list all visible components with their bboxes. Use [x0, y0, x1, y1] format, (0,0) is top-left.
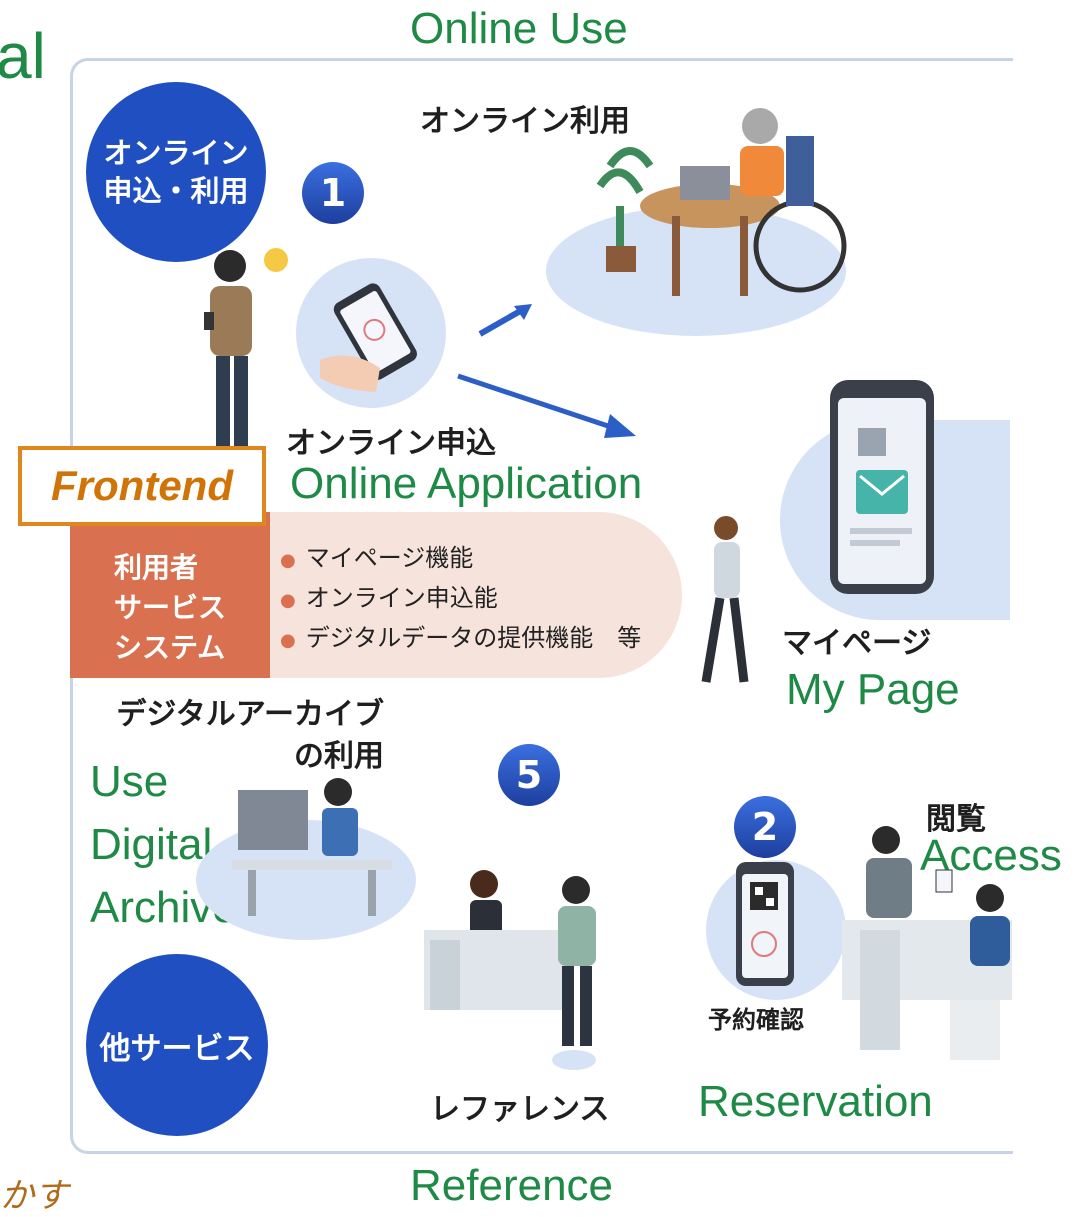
online-apply-circle: オンライン 申込・利用: [86, 82, 266, 262]
reservation-label: Reservation: [698, 1077, 933, 1126]
other-services-label: 他サービス: [99, 1030, 255, 1067]
online-use-heading: Online Use: [410, 4, 628, 53]
other-services-circle: 他サービス: [86, 954, 268, 1136]
mypage-phone-icon: [830, 380, 934, 594]
bullet-icon: ●: [280, 590, 296, 611]
frontend-label-box: Frontend: [18, 446, 266, 526]
access-counter-illustration: [842, 826, 1012, 1060]
online-use-floor-ellipse: [546, 206, 846, 336]
step-1-badge: 1: [302, 162, 364, 224]
online-application-label: Online Application: [290, 459, 643, 508]
arrow-to-online-use: [478, 304, 532, 337]
mypage-jp-label: マイページ: [782, 626, 932, 661]
reference-desk-illustration: [424, 870, 596, 1070]
desk-user-illustration: [232, 778, 392, 916]
feature-label: デジタルデータの提供機能 等: [305, 624, 642, 652]
feature-item: ● デジタルデータの提供機能 等: [280, 618, 641, 658]
feature-item: ● オンライン申込能: [280, 578, 641, 618]
user-service-system-title: 利用者 サービス システム: [113, 551, 226, 664]
step-2-badge: 2: [734, 796, 796, 858]
use-digital-archive-label: Use Digital Archive: [90, 757, 237, 932]
feature-list: ● マイページ機能 ● オンライン申込能 ● デジタルデータの提供機能 等: [280, 538, 641, 658]
online-use-jp-label: オンライン利用: [420, 104, 630, 139]
reservation-confirm-jp-label: 予約確認: [708, 1006, 804, 1034]
reference-jp-label: レファレンス: [430, 1092, 610, 1127]
reservation-phone-icon: [736, 862, 794, 986]
online-apply-circle-label: オンライン 申込・利用: [103, 136, 249, 208]
feature-item: ● マイページ機能: [280, 538, 641, 578]
user-service-system-title-box: 利用者 サービス システム: [70, 512, 270, 678]
person-with-phone-illustration: [204, 248, 288, 446]
smartphone-icon: [320, 283, 417, 392]
feature-label: マイページ機能: [305, 544, 474, 572]
feature-label: オンライン申込能: [305, 584, 498, 612]
bullet-icon: ●: [280, 550, 296, 571]
step-5-badge: 5: [498, 744, 560, 806]
access-label: Access: [920, 831, 1062, 880]
bottom-left-text-fragment: かす: [0, 1176, 68, 1216]
walking-woman-illustration: [701, 516, 749, 683]
arrow-to-mypage: [457, 373, 636, 438]
wheelchair-user-illustration: [596, 108, 847, 296]
online-application-jp-label: オンライン申込: [286, 426, 496, 461]
reference-label: Reference: [410, 1161, 614, 1210]
bullet-icon: ●: [280, 630, 296, 651]
mypage-label: My Page: [786, 665, 960, 714]
digital-archive-jp-label: デジタルアーカイブ の利用: [116, 697, 384, 774]
left-edge-title-fragment: al: [0, 20, 46, 92]
access-jp-label: 閲覧: [926, 802, 986, 837]
